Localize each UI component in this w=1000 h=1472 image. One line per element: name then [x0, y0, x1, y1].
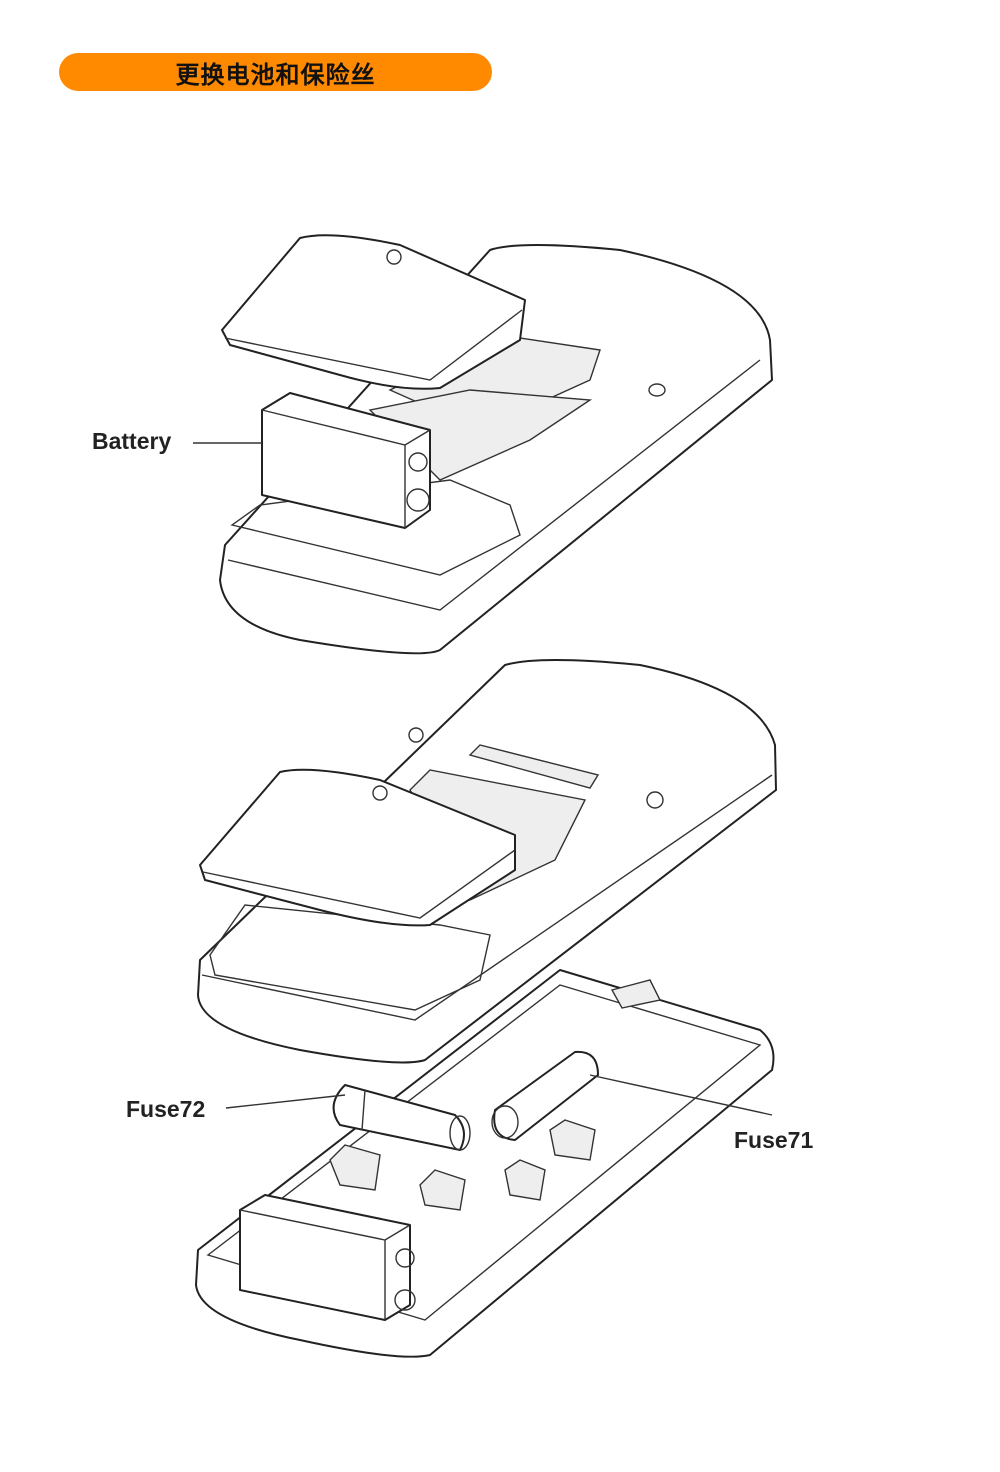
- battery-cover-top: [221, 234, 526, 390]
- section-title-banner: 更换电池和保险丝: [59, 53, 492, 91]
- fuse71-label: Fuse71: [734, 1127, 814, 1153]
- device-lower-case: [195, 969, 775, 1358]
- battery-cover-bottom: [199, 768, 516, 927]
- battery-top: [261, 392, 431, 529]
- section-title: 更换电池和保险丝: [175, 60, 376, 89]
- battery-label: Battery: [92, 428, 172, 454]
- fuse72-leader-line: [225, 1094, 346, 1109]
- fuse71-leader-line: [589, 1074, 773, 1116]
- fuse71: [491, 1050, 599, 1141]
- fuse72: [332, 1084, 471, 1151]
- fuse72-label: Fuse72: [126, 1096, 206, 1122]
